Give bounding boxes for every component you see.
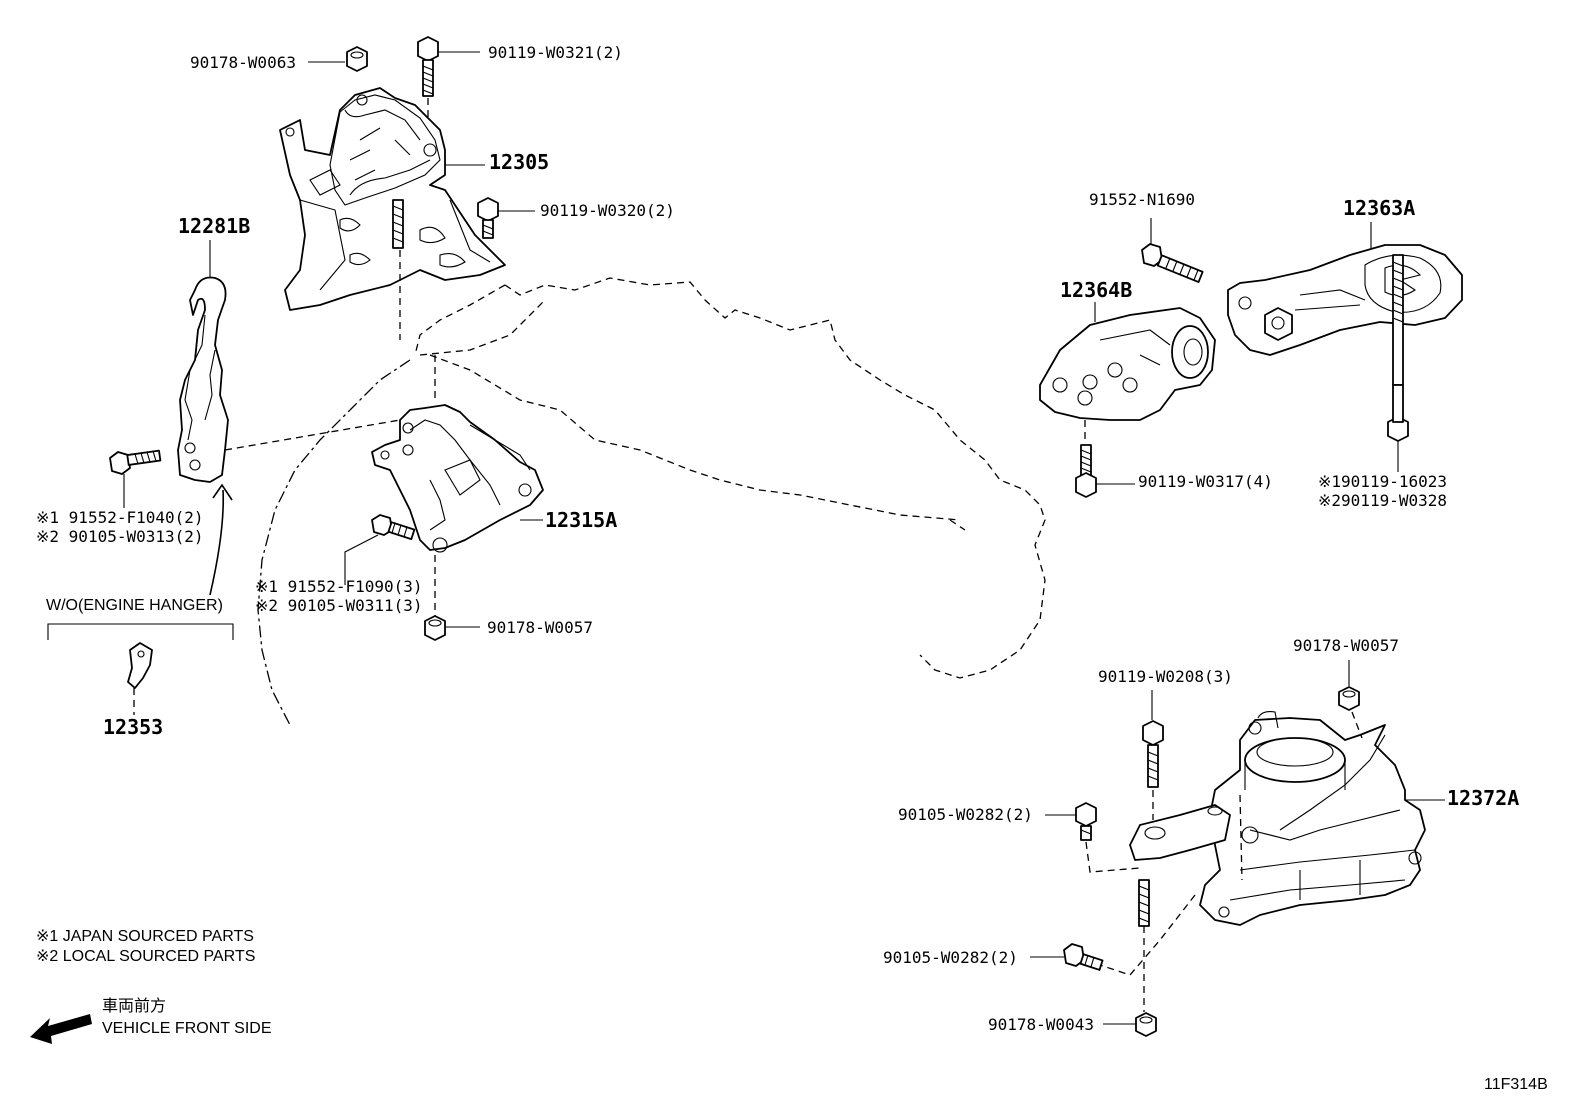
bolt-90119-W0321 xyxy=(417,36,480,140)
label-12305: 12305 xyxy=(489,150,550,174)
bolt-90119-W0320 xyxy=(477,197,535,239)
label-90105-W0282-a: 90105-W0282(2) xyxy=(898,805,1033,824)
bracket-12315A xyxy=(371,404,544,618)
label-90119-W0320: 90119-W0320(2) xyxy=(540,201,675,220)
bracket-12305 xyxy=(279,87,506,400)
curved-arrow xyxy=(209,483,233,596)
nut-90178-W0057-a xyxy=(424,615,480,641)
label-90105-W0311: ※2 90105-W0311(3) xyxy=(255,596,423,615)
bracket-12364B xyxy=(1039,302,1216,440)
label-wo-engine-hanger: W/O(ENGINE HANGER) xyxy=(46,597,223,614)
engine-hanger-12281B xyxy=(177,240,401,483)
wo-hanger-bracket xyxy=(47,623,234,715)
label-90119-W0317: 90119-W0317(4) xyxy=(1138,472,1273,491)
label-90119-W0321: 90119-W0321(2) xyxy=(488,43,623,62)
bolt-90119-W0317 xyxy=(1075,444,1135,498)
legend-note-local: ※2 LOCAL SOURCED PARTS xyxy=(36,948,256,965)
bolt-90119-W0208 xyxy=(1142,690,1164,820)
label-12372A: 12372A xyxy=(1447,786,1520,810)
mount-12372A xyxy=(1129,711,1445,926)
nut-90178-W0063 xyxy=(308,46,368,72)
torque-rod-12363A xyxy=(1227,222,1463,472)
label-12353: 12353 xyxy=(103,715,164,739)
label-90119-16023: ※190119-16023 xyxy=(1318,472,1447,491)
label-91552-N1690: 91552-N1690 xyxy=(1089,190,1195,209)
label-12364B: 12364B xyxy=(1060,278,1133,302)
direction-label-en: VEHICLE FRONT SIDE xyxy=(102,1020,272,1037)
label-90178-W0057-b: 90178-W0057 xyxy=(1293,636,1399,655)
legend-note-japan: ※1 JAPAN SOURCED PARTS xyxy=(36,928,254,945)
vehicle-front-arrow xyxy=(30,1014,92,1044)
bolt-91552-F1040 xyxy=(109,449,162,508)
nut-90178-W0057-b xyxy=(1338,660,1363,739)
label-90105-W0282-b: 90105-W0282(2) xyxy=(883,948,1018,967)
bolt-91552-F1090 xyxy=(344,514,416,585)
bolt-91552-N1690 xyxy=(1141,218,1204,283)
label-12363A: 12363A xyxy=(1343,196,1416,220)
label-90178-W0043: 90178-W0043 xyxy=(988,1015,1094,1034)
bolt-90105-W0282-b xyxy=(1030,943,1104,971)
label-91552-F1040: ※1 91552-F1040(2) xyxy=(36,508,204,527)
label-90119-W0328: ※290119-W0328 xyxy=(1318,491,1447,510)
label-12281B: 12281B xyxy=(178,214,251,238)
nut-90178-W0043 xyxy=(1103,1012,1157,1037)
label-90178-W0057-a: 90178-W0057 xyxy=(487,618,593,637)
figure-code: 11F314B xyxy=(1484,1076,1548,1093)
engine-outline xyxy=(257,277,1046,726)
label-91552-F1090: ※1 91552-F1090(3) xyxy=(255,577,423,596)
label-90119-W0208: 90119-W0208(3) xyxy=(1098,667,1233,686)
label-90105-W0313: ※2 90105-W0313(2) xyxy=(36,527,204,546)
label-12315A: 12315A xyxy=(545,508,618,532)
direction-label-jp: 車両前方 xyxy=(102,998,167,1015)
stud-bolt xyxy=(1099,879,1196,1012)
label-90178-W0063: 90178-W0063 xyxy=(190,53,296,72)
bolt-90105-W0282-a xyxy=(1045,802,1141,873)
